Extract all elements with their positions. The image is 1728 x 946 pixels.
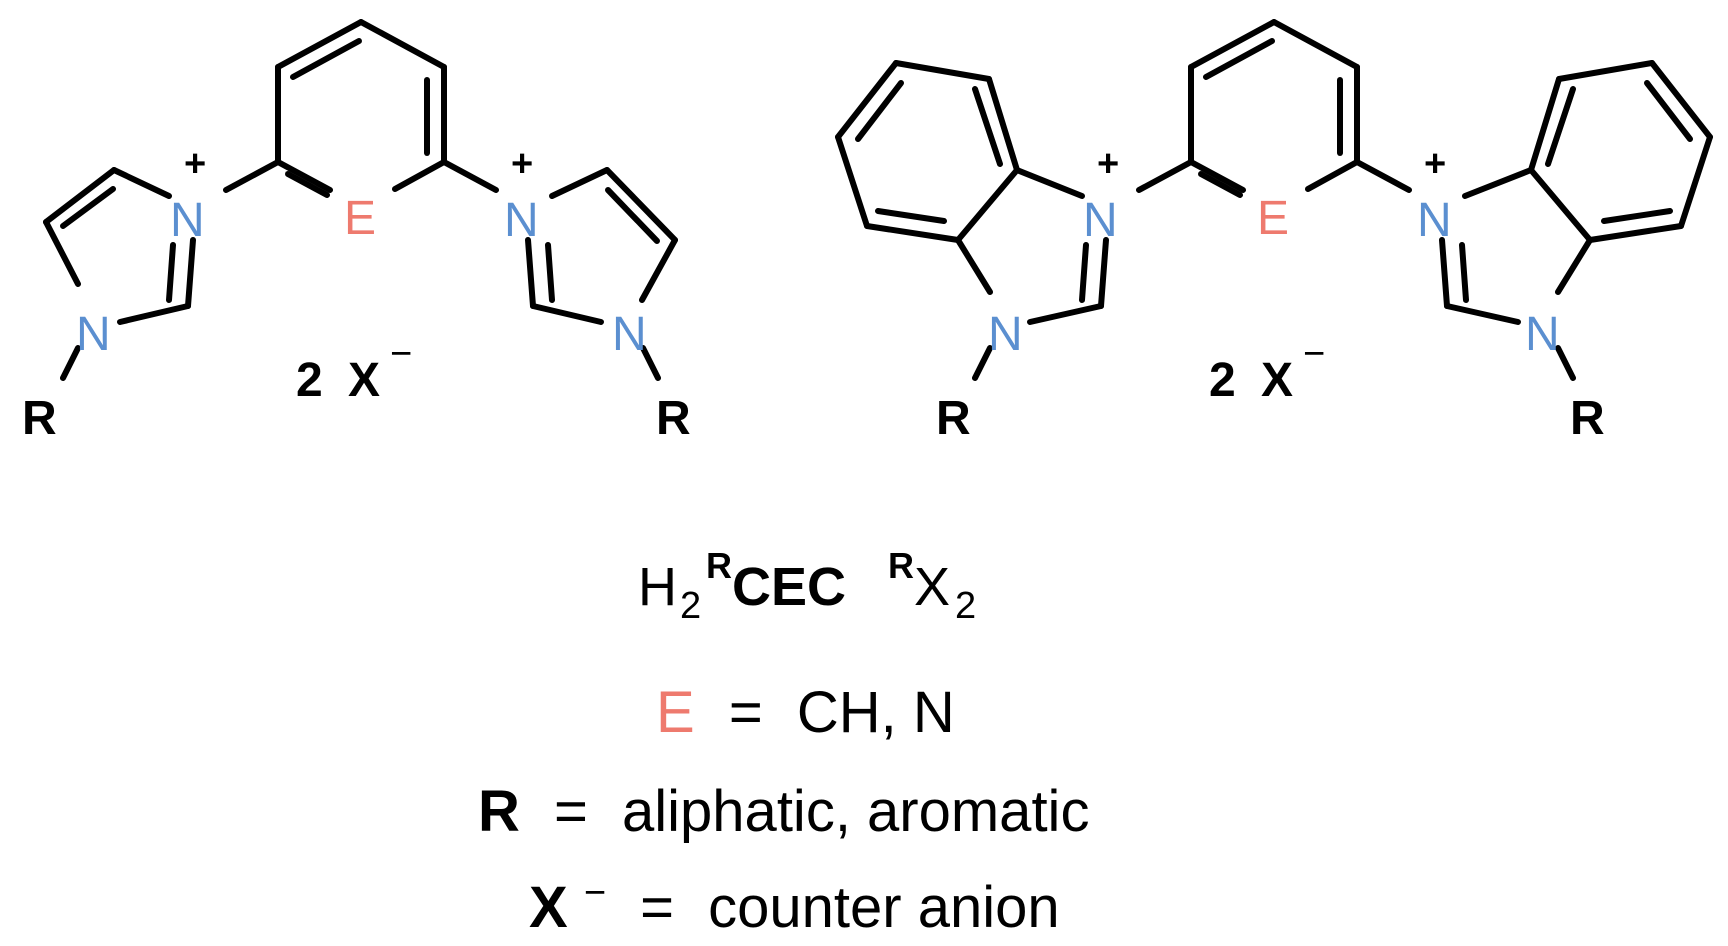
legend-r-key: R bbox=[478, 779, 520, 844]
counterion-minus: − bbox=[390, 333, 412, 375]
formula-x-count: 2 bbox=[955, 585, 976, 627]
left-n-plus-label: N bbox=[170, 194, 205, 247]
benz-right-plus-charge: + bbox=[1424, 143, 1446, 185]
benz-left-plus-charge: + bbox=[1097, 143, 1119, 185]
right-r-label: R bbox=[656, 392, 691, 445]
benz-right-n-label: N bbox=[1525, 308, 1560, 361]
right-benzimidazolium-ring bbox=[1439, 60, 1713, 381]
left-counterion: 2 X − bbox=[296, 333, 412, 407]
legend-x-value: counter anion bbox=[708, 875, 1059, 940]
right-plus-charge: + bbox=[511, 143, 533, 185]
legend-x-minus: − bbox=[584, 872, 606, 914]
right-n-plus-label: N bbox=[504, 194, 539, 247]
left-e-label: E bbox=[344, 192, 376, 245]
right-e-label: E bbox=[1257, 192, 1289, 245]
compound-formula: H 2 R CEC R X 2 bbox=[638, 545, 976, 627]
formula-r-left: R bbox=[706, 545, 732, 586]
counterion-minus: − bbox=[1303, 333, 1325, 375]
formula-core: CEC bbox=[732, 557, 846, 617]
right-counterion: 2 X − bbox=[1209, 333, 1325, 407]
benz-left-n-plus-label: N bbox=[1083, 194, 1118, 247]
left-central-ring-bonds bbox=[275, 19, 447, 198]
legend-e-key: E bbox=[656, 680, 695, 745]
legend-e-value: CH, N bbox=[797, 680, 955, 745]
legend-x-line: X − = counter anion bbox=[529, 853, 1060, 940]
legend: E = CH, N R = aliphatic, aromatic X − = … bbox=[478, 680, 1089, 940]
legend-x-equals: = bbox=[640, 875, 674, 940]
legend-r-value: aliphatic, aromatic bbox=[622, 779, 1089, 844]
right-n-label: N bbox=[612, 308, 647, 361]
legend-e-equals: = bbox=[729, 680, 763, 745]
counterion-symbol: X bbox=[1261, 354, 1293, 407]
legend-r-equals: = bbox=[554, 779, 588, 844]
counterion-coefficient: 2 bbox=[1209, 354, 1236, 407]
svg-text:2 X: 2 X bbox=[1209, 354, 1293, 407]
formula-x: X bbox=[914, 557, 950, 617]
left-benzimidazolium-ring bbox=[835, 60, 1109, 381]
counterion-coefficient: 2 bbox=[296, 354, 323, 407]
svg-text:2 X: 2 X bbox=[296, 354, 380, 407]
right-imidazolium-ring bbox=[525, 167, 678, 381]
benz-left-r-label: R bbox=[936, 392, 971, 445]
counterion-symbol: X bbox=[348, 354, 380, 407]
left-structure: N + E N + N N R R 2 X − bbox=[22, 19, 691, 445]
left-n-label: N bbox=[76, 308, 111, 361]
formula-h: H bbox=[638, 557, 677, 617]
left-imidazolium-ring bbox=[43, 167, 196, 381]
formula-r-right: R bbox=[888, 545, 914, 586]
left-plus-charge: + bbox=[184, 143, 206, 185]
benz-left-n-label: N bbox=[988, 308, 1023, 361]
legend-r-line: R = aliphatic, aromatic bbox=[478, 779, 1089, 844]
benz-right-r-label: R bbox=[1570, 392, 1605, 445]
benz-right-n-plus-label: N bbox=[1417, 194, 1452, 247]
formula-h-count: 2 bbox=[680, 585, 701, 627]
right-central-ring-bonds bbox=[1188, 19, 1360, 198]
legend-x-key: X bbox=[529, 875, 568, 940]
left-r-label: R bbox=[22, 392, 57, 445]
right-structure: N + E N + N N R R 2 X − bbox=[835, 19, 1713, 445]
legend-e-line: E = CH, N bbox=[656, 680, 955, 745]
